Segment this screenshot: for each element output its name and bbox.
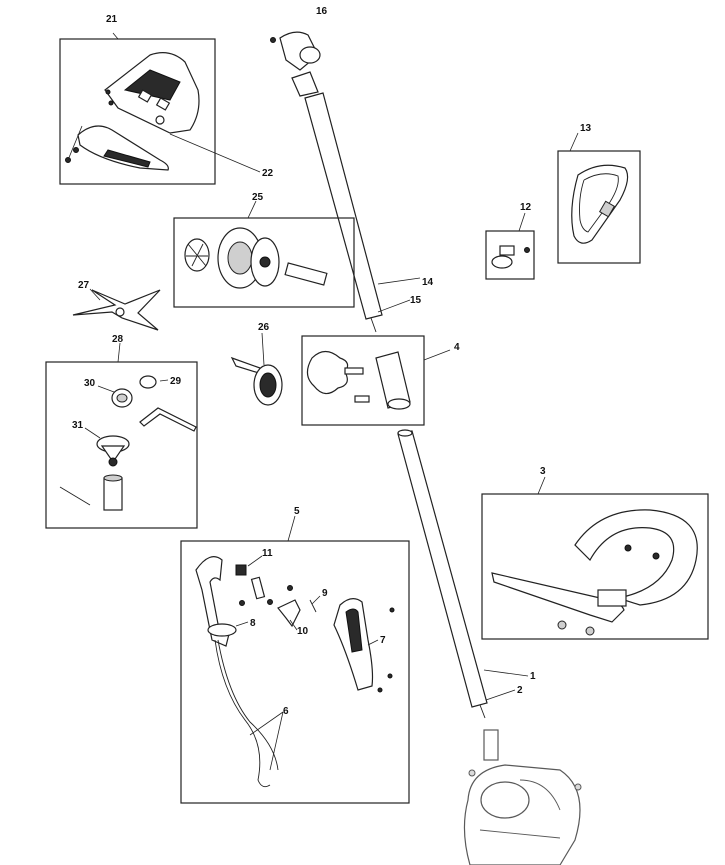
callout-29: 29 (170, 376, 182, 387)
trigger-10 (277, 599, 301, 628)
clamp-12-box (485, 230, 535, 280)
lower-shaft-group: 1 2 (397, 429, 536, 719)
callout-15: 15 (410, 295, 422, 306)
gear-26-group: 26 (230, 322, 283, 406)
clamp-12-group: 12 (485, 202, 535, 280)
shoulder-strap (571, 164, 629, 244)
guard-label-area (123, 69, 181, 101)
blade-27-group: 27 (72, 280, 161, 331)
callout-14: 14 (422, 277, 434, 288)
switch-11 (235, 564, 247, 576)
throttle-cable-6 (214, 639, 271, 788)
callout-5: 5 (294, 506, 300, 517)
callout-13: 13 (580, 123, 592, 134)
callout-4: 4 (454, 342, 460, 353)
callout-26: 26 (258, 322, 270, 333)
callout-12: 12 (520, 202, 532, 213)
trimmer-head-25-group: 25 (173, 192, 355, 308)
callout-16: 16 (316, 6, 328, 17)
socket-tool (103, 477, 123, 511)
blade-kit-28-group: 28 30 29 31 (45, 334, 198, 529)
upper-shaft-14 (304, 92, 383, 320)
drive-shaft-adapter (284, 262, 328, 286)
throttle-5-box (180, 540, 410, 804)
callout-10: 10 (297, 626, 309, 637)
engine-coupler-sleeve (483, 729, 499, 761)
callout-28: 28 (112, 334, 124, 345)
callout-9: 9 (322, 588, 328, 599)
guard-assembly-group: 21 22 (59, 14, 274, 185)
knob-wing (306, 350, 349, 395)
callout-25: 25 (252, 192, 264, 203)
hex-wrench (139, 407, 197, 432)
clamp-ring (491, 255, 513, 269)
guard-assembly-box (59, 38, 216, 185)
spring-9 (309, 599, 317, 613)
engine-group (463, 729, 582, 865)
callout-1: 1 (530, 671, 536, 682)
trimmer-head-25-box (173, 217, 355, 308)
callout-27: 27 (78, 280, 90, 291)
blade-kit-28-box (45, 361, 198, 529)
callout-31: 31 (72, 420, 84, 431)
loop-handle-3-box (481, 493, 709, 640)
callout-2: 2 (517, 685, 523, 696)
strap-13-group: 13 (557, 123, 641, 264)
throttle-5-group: 5 11 9 10 7 8 6 (180, 506, 410, 804)
callout-8: 8 (250, 618, 256, 629)
loop-handle (574, 509, 698, 606)
spacer-29 (139, 375, 157, 389)
loop-handle-3-group: 3 (481, 466, 709, 640)
callout-3: 3 (540, 466, 546, 477)
callout-7: 7 (380, 635, 386, 646)
callout-21: 21 (106, 14, 118, 25)
guard-bracket (77, 125, 169, 171)
coupler-4-group: 4 (301, 335, 460, 426)
callout-6: 6 (283, 706, 289, 717)
leader-22 (169, 133, 261, 173)
callout-22: 22 (262, 168, 274, 179)
upper-shaft-group: 16 14 15 (270, 6, 434, 333)
callout-30: 30 (84, 378, 96, 389)
callout-11: 11 (262, 548, 273, 559)
lower-shaft-1 (397, 430, 488, 708)
coupler-sleeve (375, 351, 411, 409)
coupler-4-box (301, 335, 425, 426)
strap-13-box (557, 150, 641, 264)
